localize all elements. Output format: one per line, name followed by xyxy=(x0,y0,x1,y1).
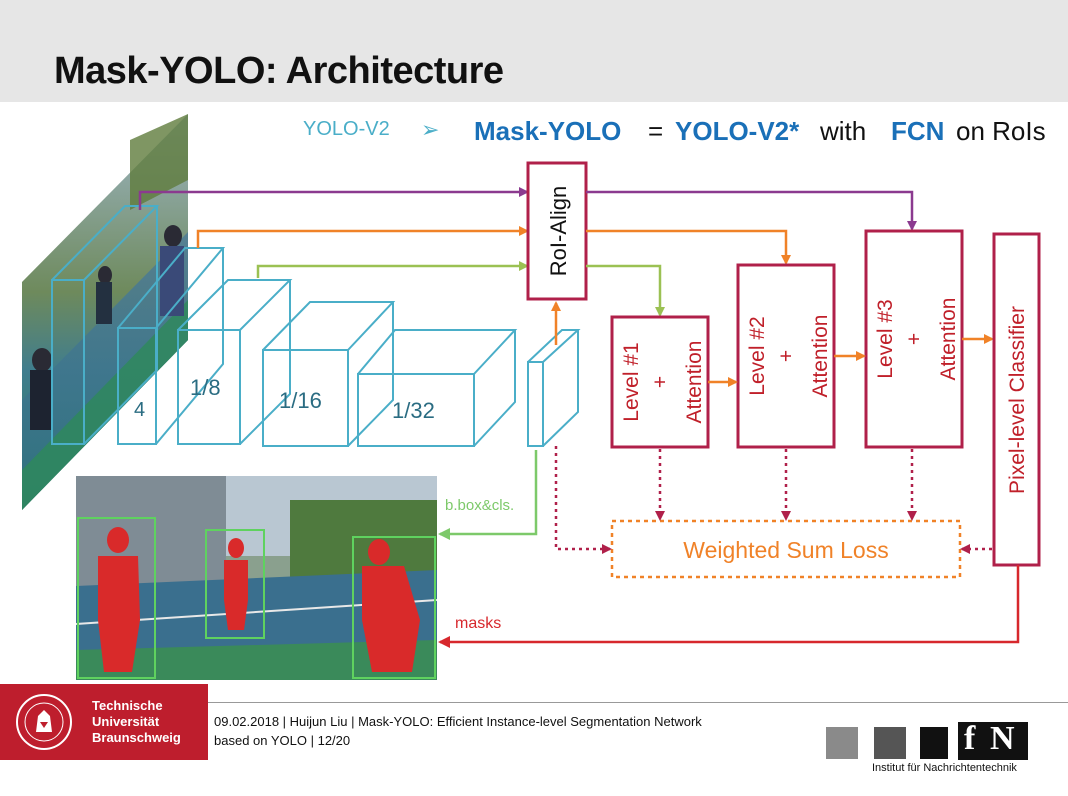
footer-line-1: 09.02.2018 | Huijun Liu | Mask-YOLO: Eff… xyxy=(214,714,702,729)
green-roi-to-level1 xyxy=(586,264,665,317)
ifn-logo-square-light xyxy=(826,727,858,759)
level-1-label: Level #1 xyxy=(620,342,643,421)
mask-yolo-label: Mask-YOLO xyxy=(474,116,621,146)
pixel-classifier-box xyxy=(992,232,1041,567)
level-3-box xyxy=(864,229,964,449)
input-image xyxy=(22,114,188,510)
institute-name: Institut für Nachrichtentechnik xyxy=(872,762,1017,774)
ifn-logo-square-dark xyxy=(920,727,948,759)
weighted-sum-loss-box xyxy=(610,519,962,579)
scale-label-1-8: 1/8 xyxy=(190,375,221,400)
bbox-label: b.box&cls. xyxy=(445,497,514,514)
university-line-1: Technische xyxy=(92,698,163,713)
level-2-plus: + xyxy=(775,350,798,362)
level-3-attention: Attention xyxy=(937,298,960,381)
yolo-v2-tag: YOLO-V2 xyxy=(303,118,390,140)
purple-skip-arrow xyxy=(138,187,529,210)
footer-line-2: based on YOLO | 12/20 xyxy=(214,733,351,748)
tu-braunschweig-logo: Technische Universität Braunschweig xyxy=(0,684,208,760)
scale-label-1-16: 1/16 xyxy=(279,388,322,413)
footer-text: 09.02.2018 | Huijun Liu | Mask-YOLO: Eff… xyxy=(214,712,702,750)
masks-output-arrow xyxy=(438,565,1020,648)
university-seal-icon xyxy=(16,694,72,750)
ifn-logo-icon: f N Institut für Nachrichtentechnik xyxy=(826,720,1036,782)
ifn-logo-letters: f N xyxy=(958,720,1028,760)
roi-align-label: RoI-Align xyxy=(546,186,571,276)
green-skip-arrow xyxy=(256,261,529,278)
bbox-output-arrow xyxy=(438,450,538,540)
university-line-2: Universität xyxy=(92,714,160,729)
backbone-network xyxy=(51,205,581,447)
scale-label-1-32: 1/32 xyxy=(392,398,435,423)
level-3-plus: + xyxy=(903,333,926,345)
purple-roi-to-level3 xyxy=(586,190,917,231)
title-bar: Mask-YOLO: Architecture xyxy=(0,0,1068,102)
arrow-bullet-icon: ➢ xyxy=(421,117,439,142)
masks-label: masks xyxy=(455,615,501,632)
orange-roi-to-level2 xyxy=(586,229,791,265)
page-title: Mask-YOLO: Architecture xyxy=(54,50,504,92)
level-3-label: Level #3 xyxy=(874,299,897,378)
university-name: Technische Universität Braunschweig xyxy=(92,698,181,746)
output-image xyxy=(75,476,438,680)
level-1-attention: Attention xyxy=(683,341,706,424)
ifn-logo-square-mid xyxy=(874,727,906,759)
pixel-classifier-label: Pixel-level Classifier xyxy=(1006,306,1029,494)
bbox-to-loss-arrow xyxy=(554,446,612,554)
scale-label-4: 4 xyxy=(134,399,145,421)
university-line-3: Braunschweig xyxy=(92,730,181,745)
level-1-box xyxy=(610,315,710,449)
level-2-label: Level #2 xyxy=(746,316,769,395)
with-word: with xyxy=(819,116,866,146)
roi-align-box xyxy=(526,161,588,301)
fcn-label: FCN xyxy=(891,116,944,146)
weighted-sum-loss-label: Weighted Sum Loss xyxy=(683,537,888,563)
footer-divider xyxy=(208,702,1068,703)
level-2-attention: Attention xyxy=(809,315,832,398)
orange-skip-arrow xyxy=(196,226,529,248)
level-2-box xyxy=(736,263,836,449)
level-1-plus: + xyxy=(649,376,672,388)
on-rois-label: on RoIs xyxy=(956,116,1046,146)
architecture-diagram: YOLO-V2 ➢ Mask-YOLO = YOLO-V2* with FCN … xyxy=(22,114,1046,680)
yolo-v2-star-label: YOLO-V2* xyxy=(675,116,800,146)
equals-sign: = xyxy=(648,116,663,146)
